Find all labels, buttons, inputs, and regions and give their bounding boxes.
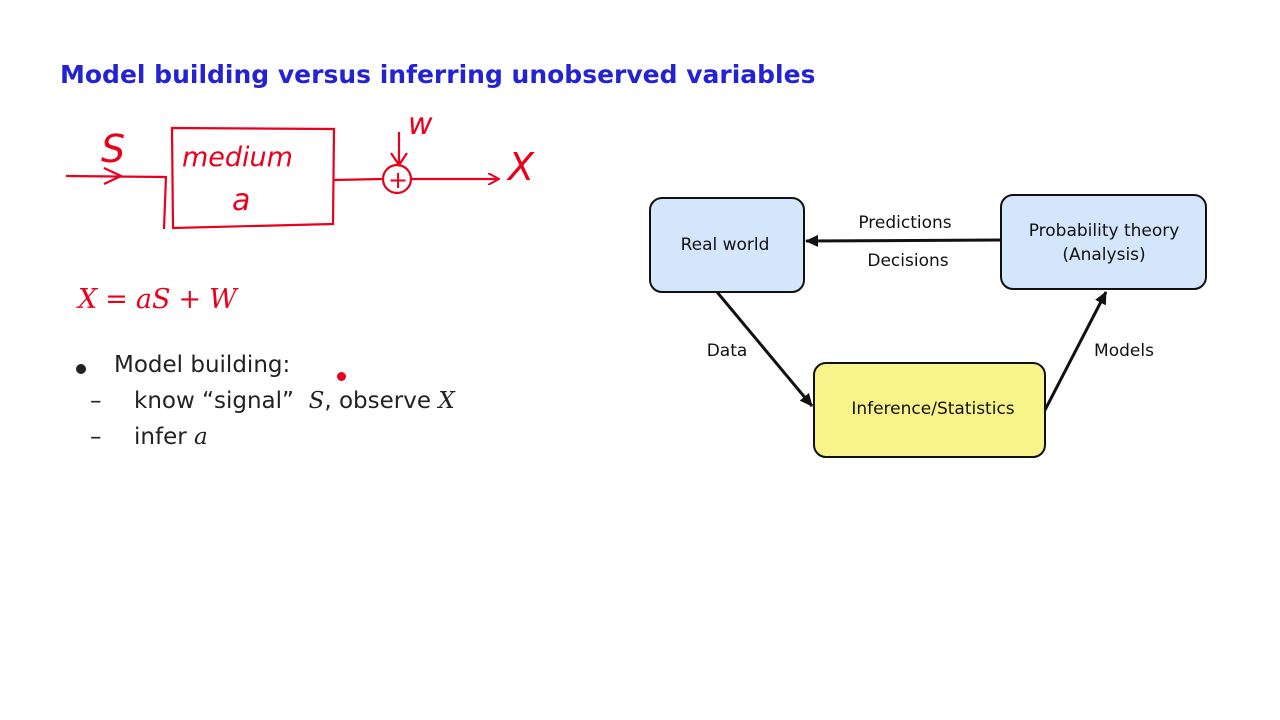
- edge-predictions-label: Predictions: [858, 213, 951, 233]
- edge-data-label: Data: [707, 341, 748, 361]
- equation-term-w: W: [209, 284, 237, 315]
- equation-term-as: aS: [135, 284, 171, 315]
- slide-title: Model building versus inferring unobserv…: [60, 60, 816, 89]
- node-inference-label: Inference/Statistics: [851, 399, 1014, 419]
- node-probability-theory: [1000, 194, 1207, 290]
- node-probability-label-2: (Analysis): [1062, 245, 1145, 265]
- sub-bullet-dash: –: [90, 388, 102, 414]
- equation-lhs: X: [78, 284, 98, 315]
- sketch-input-label: S: [101, 127, 125, 171]
- equation-equals: =: [105, 284, 128, 315]
- sub-bullet-2-text: infer a: [134, 424, 208, 450]
- bullet-main-text: Model building:: [114, 352, 291, 378]
- sketch-medium-label: medium: [182, 142, 293, 173]
- node-real-world: [649, 197, 805, 293]
- sketch-medium-box: [162, 126, 336, 230]
- sketch-input-arrowhead: [103, 167, 124, 185]
- edge-decisions-label: Decisions: [867, 251, 948, 271]
- sub1-pre: know “signal”: [134, 388, 294, 414]
- sub-bullet-dash: –: [90, 424, 102, 450]
- sub2-var-a: a: [193, 424, 208, 450]
- edge-data-arrow: [715, 291, 814, 407]
- sub1-var-x: X: [438, 388, 455, 414]
- sub2-pre: infer: [134, 424, 187, 450]
- edge-predictions-arrow: [805, 234, 1002, 247]
- sketch-output-label: X: [506, 145, 535, 189]
- node-real-world-label: Real world: [681, 235, 770, 255]
- edge-models-label: Models: [1094, 341, 1154, 361]
- bullet-dot: [76, 364, 86, 374]
- edge-models-arrow: [1043, 291, 1108, 411]
- sub1-post: , observe: [324, 388, 432, 414]
- sketch-input-line: [65, 174, 167, 179]
- sub-bullet-1-text: know “signal” S, observe X: [134, 388, 455, 414]
- equation-plus: +: [178, 284, 202, 315]
- laser-pointer-dot: [337, 372, 346, 381]
- sketch-parameter-label: a: [232, 183, 250, 218]
- sketch-box-to-adder-line: [333, 177, 384, 182]
- node-probability-label-1: Probability theory: [1029, 221, 1180, 241]
- model-equation: X=aS+W: [78, 284, 237, 315]
- sketch-noise-label: w: [408, 107, 433, 142]
- sketch-noise-arrowhead: [390, 152, 408, 167]
- sub1-var-s: S: [308, 388, 325, 414]
- sketch-adder-symbol: +: [388, 166, 408, 194]
